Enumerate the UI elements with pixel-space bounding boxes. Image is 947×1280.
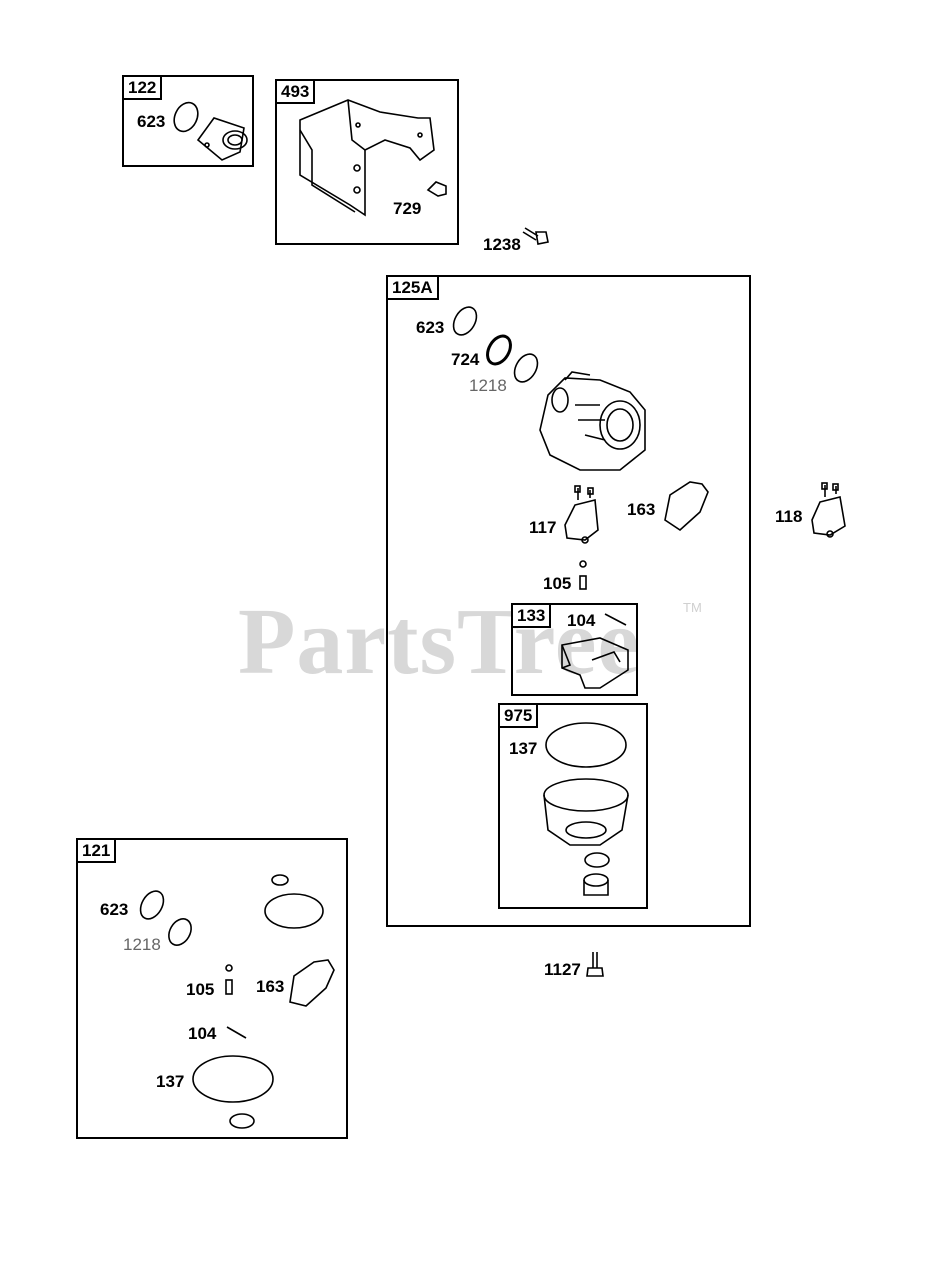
label-125a-724: 724	[451, 350, 480, 369]
label-133-104: 104	[567, 611, 596, 630]
seal-724-icon	[486, 334, 512, 366]
pin-104-121-icon	[226, 1026, 247, 1039]
label-125a-1218: 1218	[469, 376, 507, 395]
fuel-valve-117-icon	[564, 485, 599, 544]
bracket-icon	[299, 99, 435, 217]
label-1127: 1127	[544, 960, 581, 979]
kit-washer-icon	[271, 874, 289, 886]
intake-elbow-icon	[196, 117, 248, 161]
jet-105-121-icon	[225, 964, 233, 995]
label-121-105: 105	[186, 980, 215, 999]
label-125a-163: 163	[627, 500, 656, 519]
float-icon	[561, 637, 629, 689]
box-121: 121	[76, 838, 348, 1139]
fuel-valve-118-icon	[811, 482, 846, 538]
gasket-163-icon	[664, 481, 709, 532]
label-121-623: 623	[100, 900, 129, 919]
label-1238: 1238	[483, 235, 521, 254]
kit-oring-large-icon	[264, 893, 324, 929]
box-133-tag: 133	[511, 603, 552, 628]
oring-623-125a-icon	[452, 306, 478, 336]
bowl-washer-icon	[584, 852, 610, 868]
bowl-oring-137-icon	[545, 722, 627, 768]
bowl-nut-icon	[583, 873, 609, 896]
box-493-tag: 493	[275, 79, 316, 104]
box-975: 975	[498, 703, 648, 909]
oring-623-icon	[173, 101, 199, 133]
carburetor-icon	[539, 371, 646, 471]
box-133: 133	[511, 603, 638, 696]
oring-623-121-icon	[139, 890, 165, 920]
box-122: 122	[122, 75, 254, 167]
label-121-163: 163	[256, 977, 285, 996]
float-bowl-icon	[543, 778, 629, 846]
label-125a-117: 117	[529, 518, 557, 537]
box-121-tag: 121	[76, 838, 117, 863]
label-121-1218: 1218	[123, 935, 161, 954]
label-121-104: 104	[188, 1024, 217, 1043]
trademark-mark: TM	[683, 600, 702, 615]
gasket-1218-121-icon	[168, 918, 192, 946]
label-493-729: 729	[393, 199, 422, 218]
label-122-623: 623	[137, 112, 166, 131]
gasket-163-121-icon	[289, 959, 335, 1007]
kit-washer-bottom-icon	[229, 1113, 255, 1129]
label-975-137: 137	[509, 739, 538, 758]
label-125a-623: 623	[416, 318, 445, 337]
box-493: 493	[275, 79, 459, 245]
box-125a-tag: 125A	[386, 275, 439, 300]
label-118: 118	[775, 507, 803, 526]
label-121-137: 137	[156, 1072, 185, 1091]
pin-104-icon	[604, 613, 627, 626]
box-975-tag: 975	[498, 703, 539, 728]
watermark: PartsTree	[238, 590, 641, 694]
box-122-tag: 122	[122, 75, 163, 100]
gasket-1218-icon	[513, 353, 539, 383]
box-125a: 125A	[386, 275, 751, 927]
clip-729-icon	[426, 181, 447, 197]
label-125a-105: 105	[543, 574, 572, 593]
oring-137-121-icon	[192, 1055, 274, 1103]
screw-1127-icon	[586, 952, 604, 977]
bolt-1238-icon	[522, 227, 549, 245]
jet-105-icon	[579, 560, 587, 590]
